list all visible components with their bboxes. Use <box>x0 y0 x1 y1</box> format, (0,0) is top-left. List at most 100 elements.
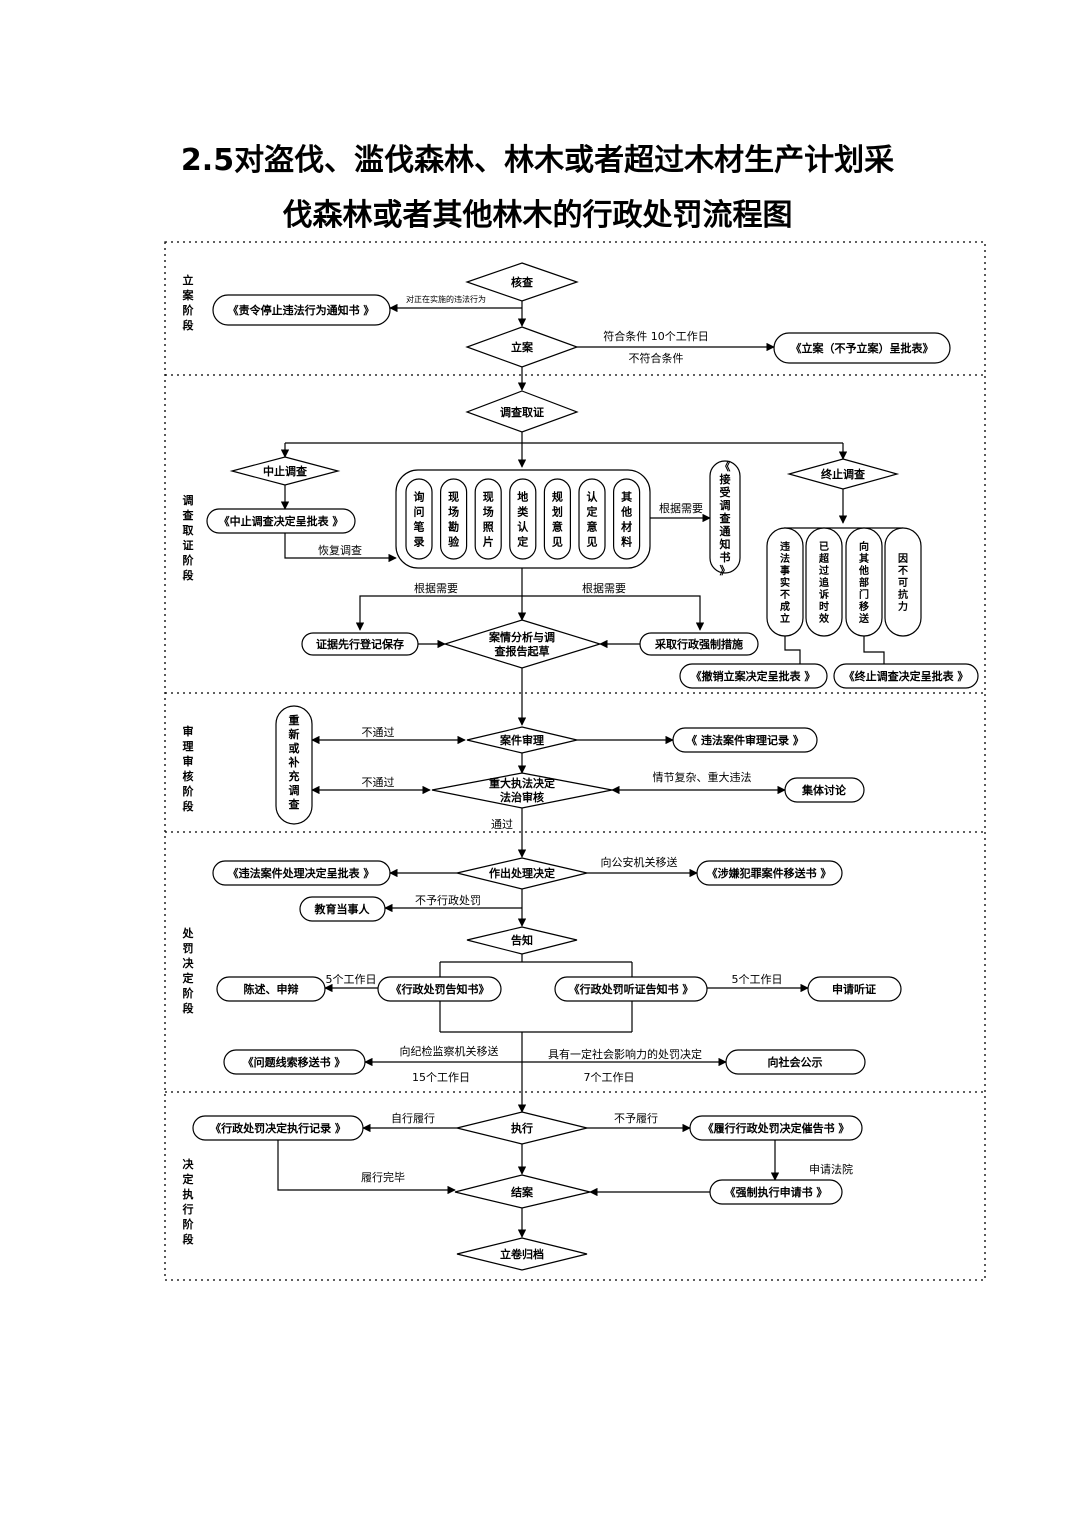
node-enforcement: 《强制执行申请书 》 <box>725 1185 828 1199</box>
node-penalty-notice: 《行政处罚告知书》 <box>391 982 490 996</box>
decision-case-review <box>466 726 578 754</box>
label-not-perform: 不予履行 <box>614 1112 658 1125</box>
node-major-1: 重大执法决定 <box>489 776 555 790</box>
node-coercive: 采取行政强制措施 <box>654 637 743 651</box>
node-demand-notice: 《履行行政处罚决定催告书 》 <box>703 1121 850 1135</box>
decision-suspend <box>229 456 341 486</box>
label-5days-1: 5个工作日 <box>326 973 377 986</box>
label-social-impact: 具有一定社会影响力的处罚决定 <box>548 1047 702 1061</box>
node-accept-notice: 《接受调查通知书》 <box>719 460 731 577</box>
doc-decision-table <box>212 860 391 886</box>
evidence-item-2-box <box>440 478 468 560</box>
evidence-item-1: 询问笔录 <box>414 490 425 549</box>
node-major-2: 法治审核 <box>500 790 544 804</box>
title-line-2: 伐森林或者其他林木的行政处罚流程图 <box>282 198 793 233</box>
box-preserve-evidence <box>301 632 419 656</box>
terminate-reason-3: 向其他部门移送 <box>858 540 870 625</box>
label-fail-1: 不通过 <box>362 726 395 739</box>
decision-case-analysis <box>442 619 603 669</box>
decision-notify <box>466 926 578 955</box>
connectors <box>277 301 903 1238</box>
evidence-item-7-box <box>612 478 641 560</box>
terminate-reason-3-box <box>845 527 883 637</box>
decision-major-review <box>431 772 613 809</box>
node-stop-notice: 《责令停止违法行为通知书 》 <box>228 303 375 317</box>
label-qualified: 符合条件 10个工作日 <box>603 329 709 343</box>
doc-review-record <box>672 727 818 753</box>
label-resume: 恢复调查 <box>318 543 362 557</box>
node-analysis-2: 查报告起草 <box>495 644 550 658</box>
box-coercive-measure <box>639 632 759 656</box>
decision-archive <box>456 1237 588 1271</box>
label-no-penalty: 不予行政处罚 <box>415 893 481 907</box>
stage-label-decision: 处罚决定阶段 <box>182 926 195 1015</box>
node-filing-table: 《立案（不予立案）呈批表》 <box>791 341 934 355</box>
node-discussion: 集体讨论 <box>801 783 847 797</box>
node-execution-record: 《行政处罚决定执行记录 》 <box>210 1121 346 1135</box>
node-terminate-table: 《终止调查决定呈批表 》 <box>844 669 969 683</box>
node-verify: 核查 <box>511 275 533 289</box>
doc-enforcement-application <box>709 1179 843 1205</box>
box-educate <box>299 896 386 922</box>
stage-label-review: 审理审核阶段 <box>183 724 195 813</box>
doc-demand-notice <box>689 1115 863 1141</box>
node-decision-table: 《违法案件处理决定呈批表 》 <box>228 866 375 880</box>
evidence-item-5-box <box>543 478 572 560</box>
node-analysis-1: 案情分析与调 <box>488 630 555 644</box>
title-line-1: 2.5对盗伐、滥伐森林、林木或者超过木材生产计划采 <box>180 143 895 178</box>
doc-penalty-notice <box>377 976 502 1002</box>
label-unqualified: 不符合条件 <box>629 351 684 365</box>
evidence-item-6-box <box>578 478 606 560</box>
node-execute: 执行 <box>511 1121 533 1135</box>
terminate-reason-2-box <box>805 527 843 637</box>
evidence-item-6: 认定意见 <box>587 490 599 549</box>
box-statement <box>216 976 326 1002</box>
evidence-item-3: 现场照片 <box>483 491 494 549</box>
evidence-item-3-box <box>474 478 502 560</box>
node-review-record: 《 违法案件审理记录 》 <box>686 733 804 747</box>
decision-investigate <box>465 390 579 433</box>
label-5days-2: 5个工作日 <box>732 973 783 986</box>
label-to-police: 向公安机关移送 <box>601 855 678 869</box>
stage-label-filing: 立案阶段 <box>182 273 195 332</box>
decision-execute <box>456 1111 588 1145</box>
doc-crime-transfer <box>696 860 843 886</box>
node-case-review: 案件审理 <box>499 733 544 747</box>
node-archive: 立卷归档 <box>500 1247 544 1261</box>
node-terminate: 终止调查 <box>821 467 865 481</box>
node-filing: 立案 <box>511 340 534 354</box>
node-make-decision: 作出处理决定 <box>489 866 555 880</box>
node-notify: 告知 <box>511 933 533 947</box>
evidence-item-4: 地类认定 <box>517 490 529 549</box>
node-investigate: 调查取证 <box>500 405 544 419</box>
box-collective-discussion <box>784 777 865 803</box>
doc-filing-table <box>773 332 951 364</box>
doc-stop-notice <box>212 294 391 326</box>
doc-clue-transfer <box>223 1049 366 1075</box>
doc-execution-record <box>192 1115 364 1141</box>
evidence-item-7: 其他材料 <box>620 490 632 549</box>
evidence-item-5: 规划意见 <box>552 490 563 549</box>
stage-label-execution: 决定执行阶段 <box>182 1157 195 1246</box>
node-clue-transfer: 《问题线索移送书 》 <box>243 1055 346 1069</box>
evidence-item-2: 现场勘验 <box>448 491 460 549</box>
decision-filing <box>465 326 579 368</box>
evidence-item-1-box <box>405 478 433 560</box>
decision-terminate <box>786 458 900 490</box>
label-completed: 履行完毕 <box>361 1170 405 1184</box>
label-7days: 7个工作日 <box>584 1071 635 1084</box>
node-revoke-table: 《撤销立案决定呈批表 》 <box>691 669 816 683</box>
stage-frame <box>164 241 986 1281</box>
decision-close <box>454 1174 591 1209</box>
box-reinvestigate <box>275 705 313 825</box>
node-reinvestigate: 重新或补充调查 <box>288 713 300 811</box>
decision-make <box>456 857 588 890</box>
node-preserve: 证据先行登记保存 <box>316 637 404 651</box>
doc-suspend-table <box>206 508 356 534</box>
node-educate: 教育当事人 <box>314 902 371 916</box>
terminate-reason-4-box <box>884 527 922 637</box>
node-publicize: 向社会公示 <box>768 1055 823 1069</box>
label-self-perform: 自行履行 <box>391 1112 435 1125</box>
stage-label-investigation: 调查取证阶段 <box>183 493 195 582</box>
node-close: 结案 <box>510 1185 534 1199</box>
